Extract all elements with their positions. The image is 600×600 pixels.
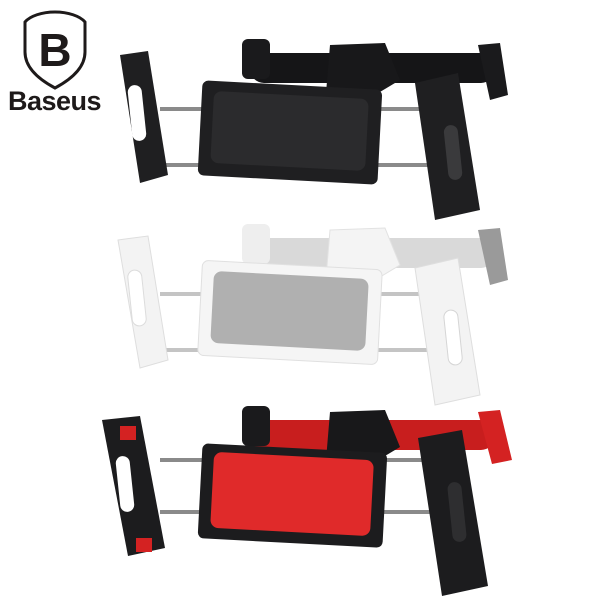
pad — [210, 91, 369, 171]
shield-icon: B — [23, 10, 87, 90]
pad — [210, 271, 369, 351]
logo-letter: B — [38, 24, 71, 76]
brand-name: Baseus — [8, 86, 102, 116]
pad — [210, 452, 374, 536]
product-red-holder — [0, 398, 600, 598]
baseus-logo: B Baseus — [0, 0, 120, 120]
product-white-holder — [0, 210, 600, 410]
product-black-holder — [0, 25, 600, 225]
